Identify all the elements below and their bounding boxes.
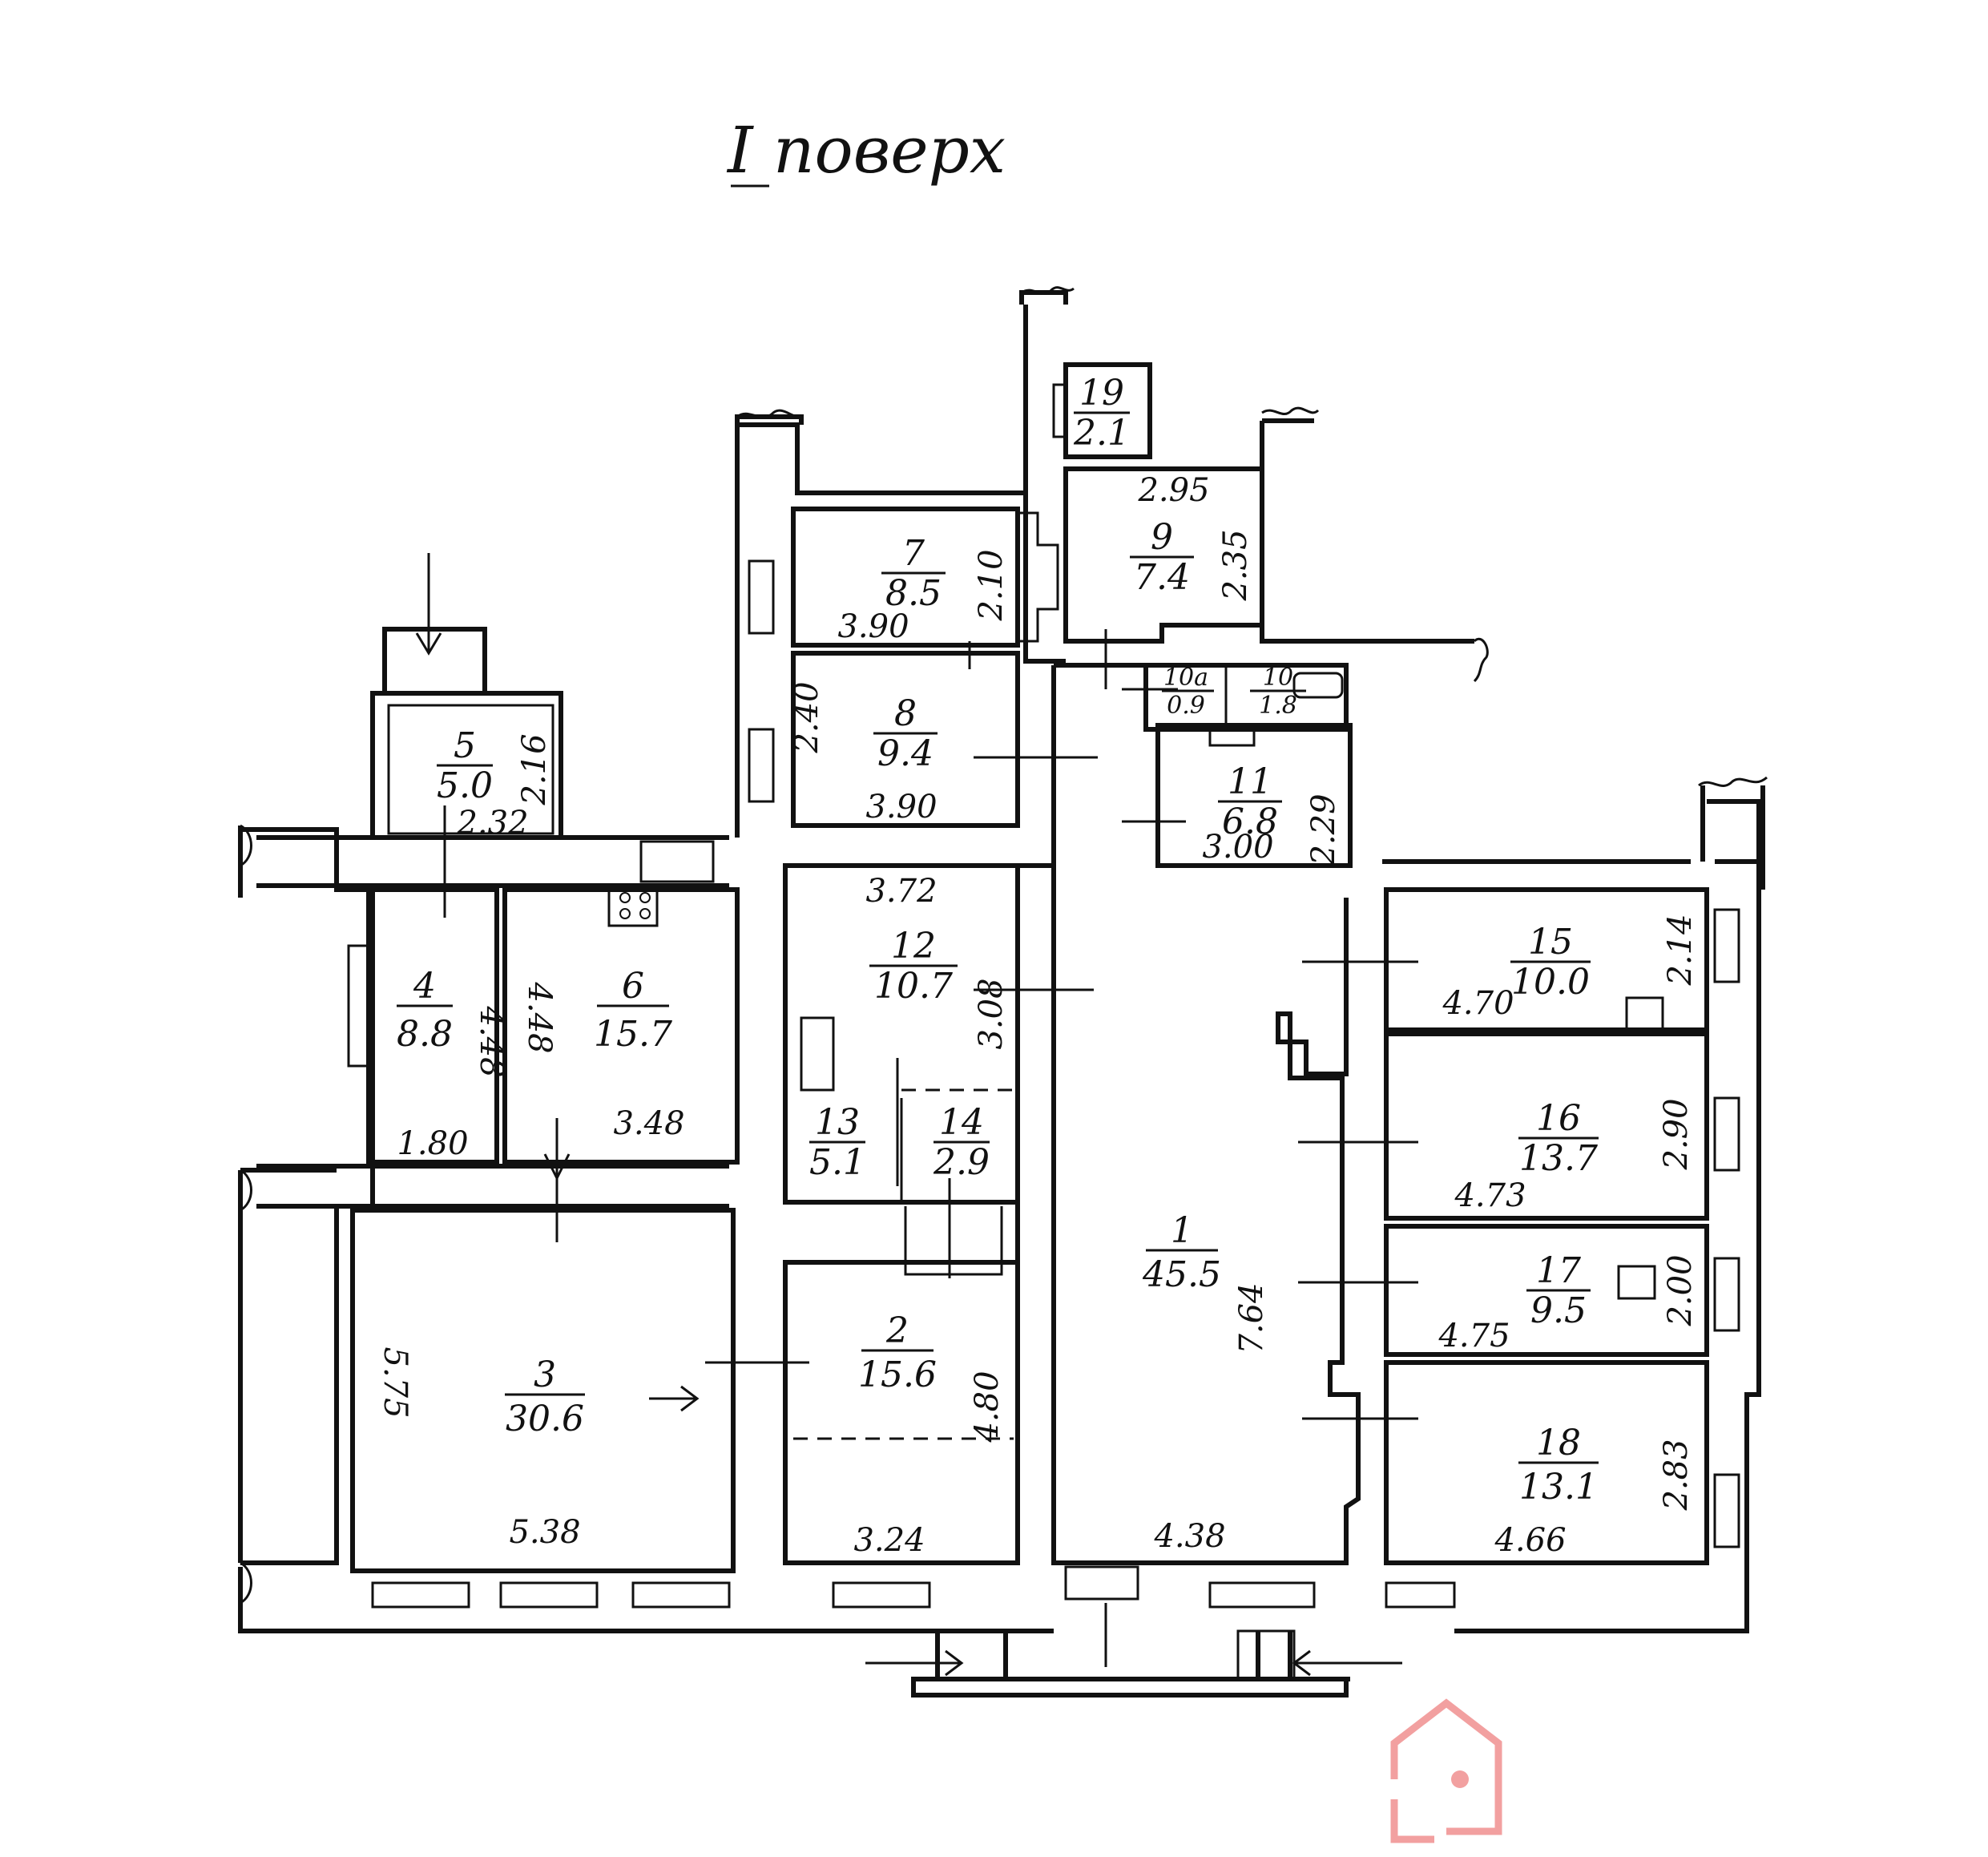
svg-text:4: 4 (413, 966, 436, 1007)
dim-r11-width: 3.00 (1202, 829, 1273, 866)
room-2-label: 215.6 (858, 1310, 937, 1395)
room-7-label: 78.5 (881, 533, 946, 614)
dim-r1-height: 7.64 (1233, 1282, 1270, 1354)
dimension-labels: 7.64 4.38 4.80 3.24 5.75 5.38 4.48 1.80 … (377, 472, 1699, 1559)
dim-r5-height: 2.16 (516, 733, 553, 805)
middle-rooms (783, 863, 1054, 1565)
dim-r2-height: 4.80 (969, 1371, 1006, 1443)
svg-text:30.6: 30.6 (506, 1399, 584, 1439)
dim-r16-height: 2.90 (1658, 1098, 1695, 1170)
room-3-label: 330.6 (505, 1354, 585, 1439)
svg-text:15.6: 15.6 (858, 1354, 937, 1395)
svg-text:5.1: 5.1 (809, 1142, 865, 1183)
dim-r15-width: 4.70 (1442, 985, 1514, 1022)
svg-text:5.0: 5.0 (437, 765, 493, 806)
windows (371, 559, 1740, 1681)
svg-text:13: 13 (815, 1102, 860, 1143)
room-19-label: 192.1 (1073, 373, 1130, 454)
room-5-label: 55.0 (437, 725, 493, 806)
svg-text:13.1: 13.1 (1519, 1467, 1598, 1508)
room-labels: 145.5 215.6 330.6 48.8 55.0 615.7 78.5 8… (397, 373, 1599, 1508)
svg-text:10a: 10a (1163, 664, 1208, 692)
dim-r16-width: 4.73 (1454, 1177, 1526, 1214)
dim-r9-height: 2.35 (1217, 529, 1254, 601)
svg-text:8.5: 8.5 (885, 573, 942, 614)
svg-text:1: 1 (1171, 1210, 1193, 1251)
dim-r11-height: 2.29 (1305, 793, 1342, 866)
dim-r2-width: 3.24 (853, 1522, 925, 1559)
dim-r6-height: 4.48 (521, 981, 558, 1053)
svg-text:9.4: 9.4 (877, 733, 934, 774)
svg-text:15.7: 15.7 (594, 1014, 672, 1055)
floor-title: I поверх (726, 113, 1006, 188)
room-14-label: 142.9 (933, 1102, 990, 1183)
svg-text:14: 14 (939, 1102, 984, 1143)
svg-text:6: 6 (622, 966, 644, 1007)
dim-r17-width: 4.75 (1438, 1318, 1510, 1354)
svg-text:6.8: 6.8 (1222, 801, 1278, 842)
svg-text:0.9: 0.9 (1167, 692, 1205, 720)
dim-r8-width: 3.90 (865, 789, 937, 826)
svg-text:19: 19 (1079, 373, 1124, 414)
svg-text:13.7: 13.7 (1519, 1138, 1598, 1179)
dim-r15-height: 2.14 (1662, 914, 1699, 986)
dim-r7-height: 2.10 (973, 549, 1010, 621)
svg-text:7: 7 (902, 533, 925, 574)
dim-r3-height: 5.75 (377, 1346, 413, 1418)
dim-r4-height: 4.48 (473, 1005, 510, 1077)
room-1-label: 145.5 (1142, 1210, 1221, 1295)
svg-text:45.5: 45.5 (1142, 1254, 1221, 1295)
svg-text:3: 3 (534, 1354, 556, 1395)
svg-text:8.8: 8.8 (397, 1014, 453, 1055)
dim-r1-width: 4.38 (1153, 1518, 1225, 1555)
dim-r18-width: 4.66 (1494, 1522, 1566, 1559)
room-17-label: 179.5 (1526, 1250, 1591, 1331)
dim-r7-width: 3.90 (837, 608, 909, 645)
svg-text:10.0: 10.0 (1511, 962, 1590, 1003)
svg-text:5: 5 (454, 725, 476, 766)
walls (238, 286, 1768, 1698)
svg-text:1.8: 1.8 (1259, 692, 1297, 720)
door-marks (415, 553, 1664, 1677)
room-4-label: 48.8 (397, 966, 453, 1055)
dim-r12-width: 3.72 (865, 873, 937, 910)
house-logo-icon (1390, 1698, 1502, 1843)
room-11-label: 116.8 (1218, 761, 1282, 842)
svg-text:8: 8 (894, 693, 917, 734)
svg-text:2: 2 (885, 1310, 909, 1351)
svg-text:12: 12 (891, 926, 936, 967)
room-13-label: 135.1 (809, 1102, 865, 1183)
svg-text:11: 11 (1228, 761, 1272, 802)
svg-text:16: 16 (1536, 1098, 1581, 1139)
svg-text:10: 10 (1263, 664, 1293, 692)
svg-text:2.1: 2.1 (1073, 413, 1130, 454)
svg-text:10.7: 10.7 (874, 966, 953, 1007)
dim-r18-height: 2.83 (1658, 1439, 1695, 1511)
dim-r6-width: 3.48 (613, 1105, 684, 1142)
svg-text:15: 15 (1528, 922, 1573, 963)
svg-text:7.4: 7.4 (1134, 557, 1190, 598)
dim-r8-height: 2.40 (788, 681, 825, 753)
dim-r9-width: 2.95 (1137, 472, 1209, 509)
dim-r17-height: 2.00 (1662, 1254, 1699, 1326)
dim-r4-width: 1.80 (397, 1125, 468, 1162)
svg-text:17: 17 (1536, 1250, 1581, 1291)
dim-r3-width: 5.38 (509, 1514, 580, 1551)
svg-text:18: 18 (1536, 1423, 1581, 1463)
svg-text:2.9: 2.9 (933, 1142, 990, 1183)
dim-r12-height: 3.08 (973, 978, 1010, 1049)
room-6-label: 615.7 (594, 966, 672, 1055)
svg-text:9.5: 9.5 (1530, 1290, 1587, 1331)
svg-text:9: 9 (1151, 517, 1173, 558)
room-8-label: 89.4 (873, 693, 938, 774)
room-9-label: 97.4 (1130, 517, 1194, 598)
dim-r5-width: 2.32 (456, 805, 528, 842)
room-10-label: 101.8 (1250, 664, 1306, 720)
